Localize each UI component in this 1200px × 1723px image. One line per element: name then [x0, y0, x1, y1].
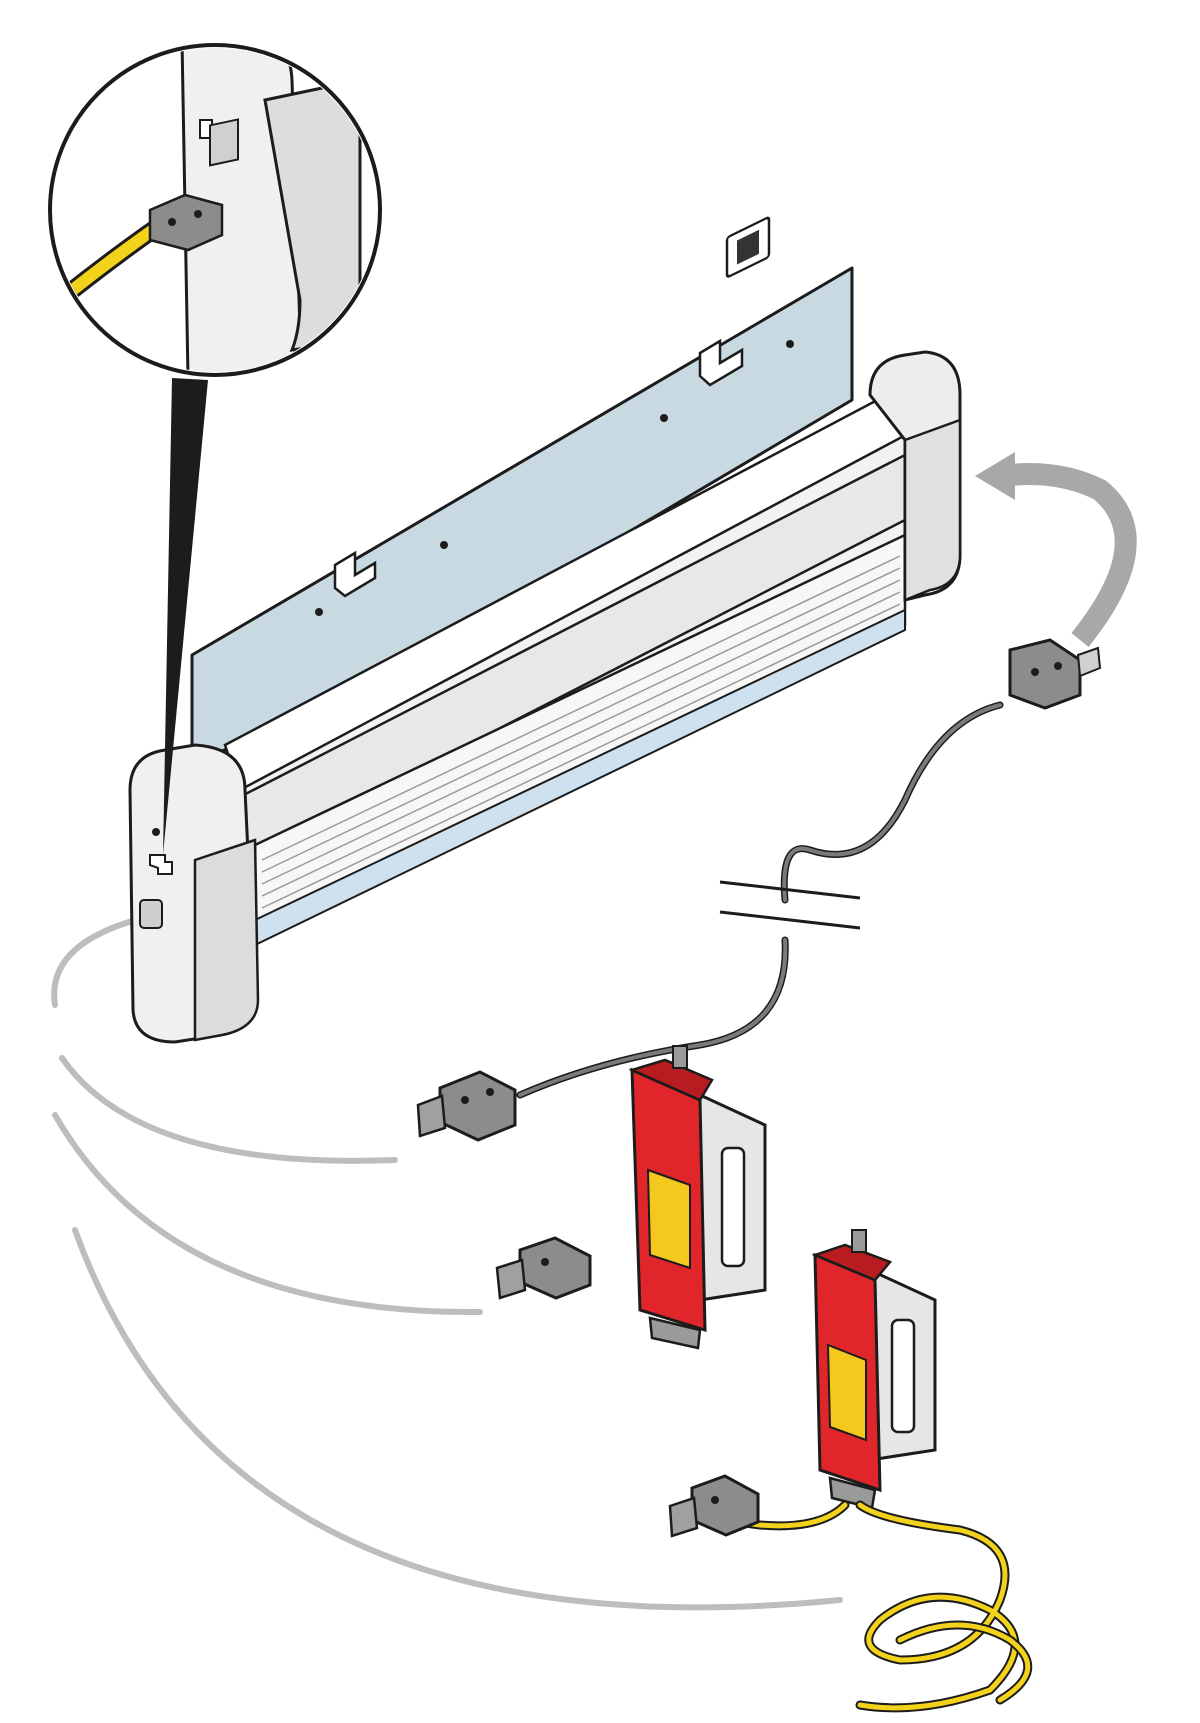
- plate-slot-left: [333, 550, 377, 598]
- direction-arrow-icon: [975, 452, 1137, 647]
- callout-pointer: [163, 378, 208, 855]
- cable-plug-left: [416, 1070, 517, 1142]
- fluorescent-light-fixture: [128, 216, 962, 1044]
- safety-switch-2: [811, 1229, 937, 1510]
- fixture-switch: [725, 216, 771, 278]
- fixture-end-cap-left: [128, 743, 260, 1044]
- cable-plug-top-right: [1008, 638, 1102, 710]
- cable-plug-bottom: [668, 1474, 760, 1538]
- plate-slot-middle: [698, 338, 744, 387]
- detail-callout: [48, 43, 382, 855]
- connection-cable: [516, 701, 1004, 1099]
- guide-arc-2: [59, 1055, 398, 1164]
- cable-plug-middle: [495, 1236, 592, 1300]
- guide-arc-4: [72, 1227, 843, 1611]
- guide-arc-3: [52, 1112, 483, 1316]
- fixture-end-cap-right: [868, 350, 962, 602]
- safety-switch-1: [628, 1045, 767, 1350]
- power-socket: [139, 899, 163, 929]
